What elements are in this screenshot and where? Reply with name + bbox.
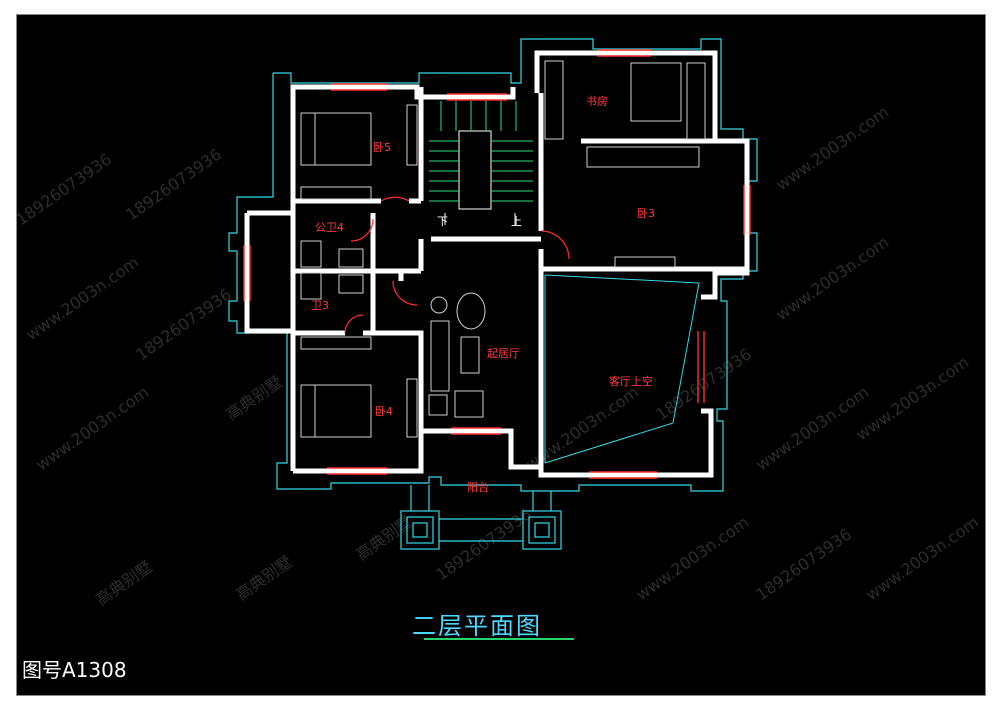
watermark-site: www.2003n.com: [862, 512, 982, 604]
watermark-brand: 高典别墅: [222, 372, 285, 424]
watermark-phone: 18926073936: [432, 504, 535, 584]
stair-up-label: 上: [511, 215, 522, 228]
bed-icon: [300, 112, 372, 166]
watermark-phone: 18926073936: [17, 149, 115, 229]
living-void-outline: [544, 274, 700, 464]
drawing-number: 图号A1308: [22, 658, 127, 682]
room-label-bath3: 卫3: [311, 299, 329, 312]
room-label-living-void: 客厅上空: [609, 374, 653, 388]
floor-plan: 18926073936 18926073936 www.2003n.com ww…: [17, 38, 982, 609]
watermark-phone: 18926073936: [752, 524, 855, 604]
watermark-brand: 高典别墅: [232, 552, 295, 604]
room-labels: 书房 卧3 卧5 卧4 公卫4 卫3 起居厅 客厅上空 阳台 下 上: [311, 95, 655, 494]
walls: [244, 50, 750, 478]
watermark-brand: 高典别墅: [352, 512, 415, 564]
watermark-site: www.2003n.com: [632, 512, 752, 604]
bed-icon: [300, 384, 372, 438]
exterior-outline: [228, 38, 758, 492]
plan-title: 二层平面图: [412, 612, 542, 640]
furniture: [300, 60, 706, 438]
room-label-family-room: 起居厅: [487, 347, 520, 360]
doors: [344, 196, 570, 334]
stair-down-label: 下: [437, 215, 448, 228]
room-label-bedroom5: 卧5: [373, 141, 391, 154]
watermark-phone: 18926073936: [132, 284, 235, 364]
room-label-balcony: 阳台: [467, 480, 489, 494]
room-label-public-bath4: 公卫4: [315, 221, 344, 234]
windows: [243, 49, 751, 479]
watermark-phone: 18926073936: [122, 144, 225, 224]
title-underline: [424, 638, 574, 640]
watermark-site: www.2003n.com: [22, 252, 142, 344]
balcony-posts: [400, 485, 562, 550]
room-label-bedroom3: 卧3: [637, 207, 655, 220]
room-label-study: 书房: [586, 95, 608, 108]
watermark-site: www.2003n.com: [32, 382, 152, 474]
room-label-bedroom4: 卧4: [375, 405, 393, 418]
watermark-brand: 高典别墅: [92, 557, 155, 609]
watermark-site: www.2003n.com: [772, 102, 892, 194]
staircase: [429, 101, 533, 225]
watermark-site: www.2003n.com: [772, 232, 892, 324]
drawing-frame: 18926073936 18926073936 www.2003n.com ww…: [16, 14, 986, 696]
